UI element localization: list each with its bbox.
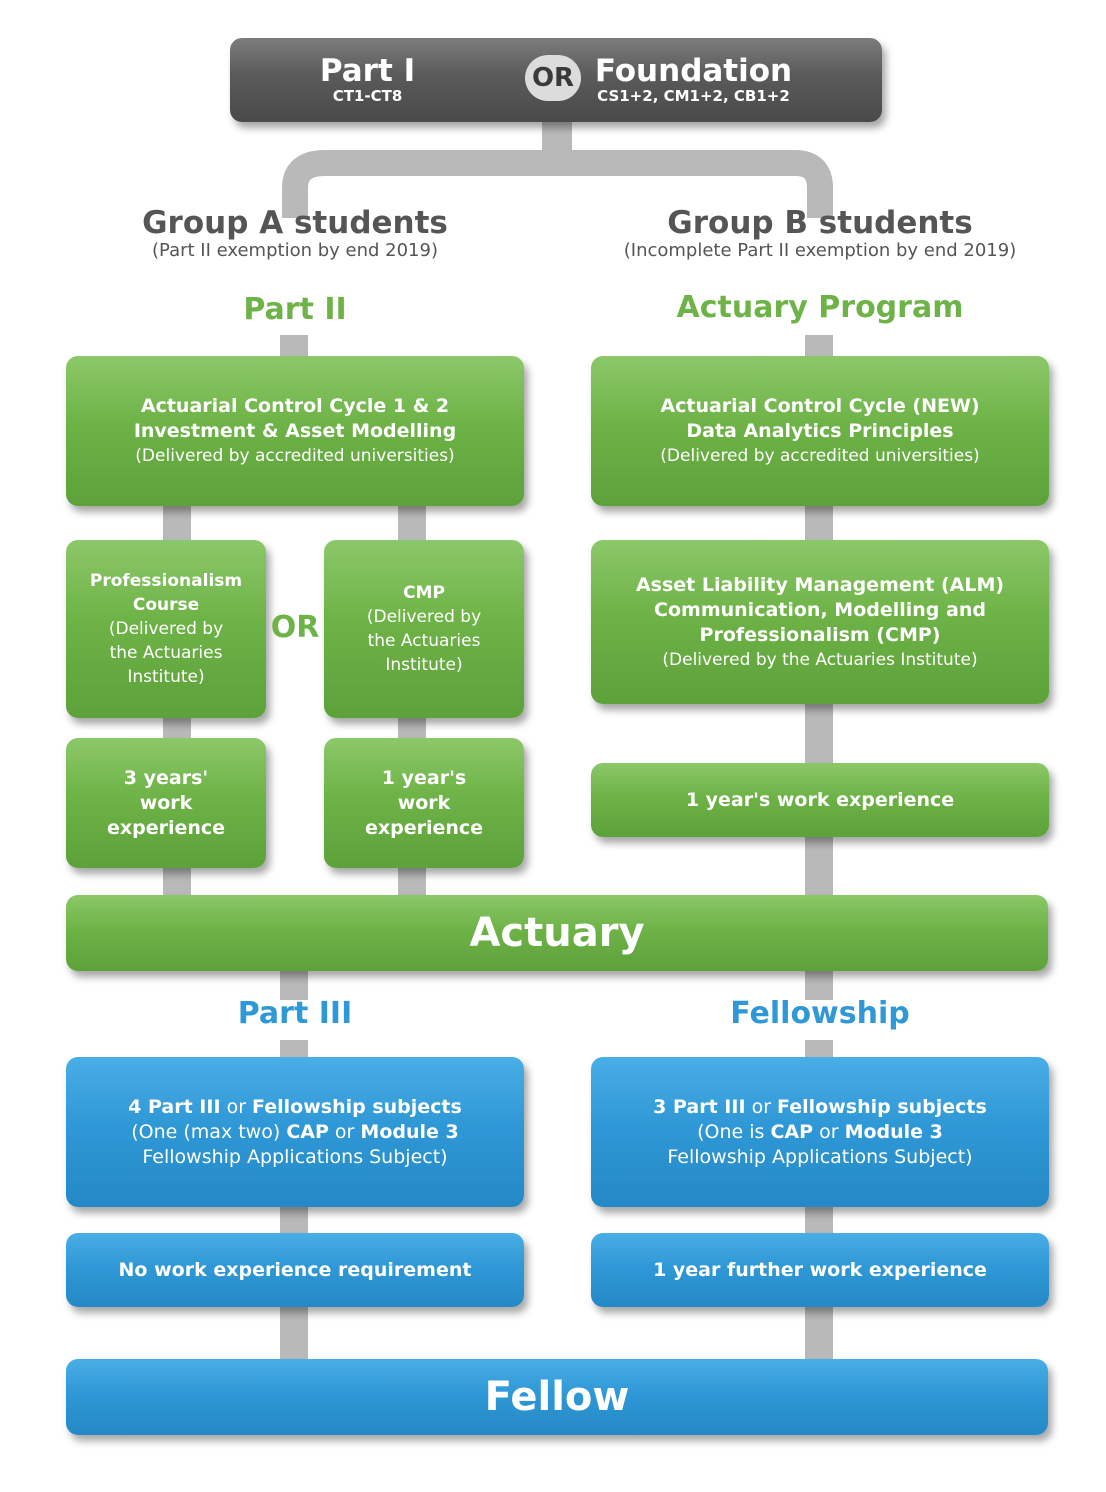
work1-line1: 1 year's xyxy=(381,766,467,789)
part2-stage-label: Part II xyxy=(243,292,347,327)
group-a-box1-line1: Actuarial Control Cycle 1 & 2 xyxy=(140,395,450,417)
group-b-box2-line2: Communication, Modelling and xyxy=(654,598,986,621)
cmp-line2: (Delivered by xyxy=(366,607,482,627)
group-b-university-box: Actuarial Control Cycle (NEW) Data Analy… xyxy=(591,356,1049,506)
cmp-box: CMP (Delivered by the Actuaries Institut… xyxy=(324,540,524,718)
part3-subjects-box: 4 Part III or Fellowship subjects (One (… xyxy=(66,1057,524,1207)
actuary-program-stage-label: Actuary Program xyxy=(676,290,964,325)
work1-line2: work xyxy=(397,791,451,814)
group-b-work-text: 1 year's work experience xyxy=(685,788,955,811)
part3-work-box: No work experience requirement xyxy=(66,1233,524,1307)
one-year-work-box-b: 1 year's work experience xyxy=(591,763,1049,837)
prof-line5: Institute) xyxy=(127,667,205,687)
part3-line3: Fellowship Applications Subject) xyxy=(142,1145,448,1168)
connector-a-stage xyxy=(280,335,308,357)
alm-cmp-box: Asset Liability Management (ALM) Communi… xyxy=(591,540,1049,704)
fellowship-line3: Fellowship Applications Subject) xyxy=(667,1145,973,1168)
group-a-university-box: Actuarial Control Cycle 1 & 2 Investment… xyxy=(66,356,524,506)
group-b-box2-line4: (Delivered by the Actuaries Institute) xyxy=(662,649,978,670)
work3-line2: work xyxy=(139,791,193,814)
cmp-line3: the Actuaries xyxy=(367,631,481,651)
group-b-box1-line2: Data Analytics Principles xyxy=(686,420,954,442)
prof-line2: Course xyxy=(132,595,200,615)
part3-stage-label: Part III xyxy=(237,996,353,1031)
group-b-heading: Group B students (Incomplete Part II exe… xyxy=(580,206,1060,262)
foundation-sub: CS1+2, CM1+2, CB1+2 xyxy=(597,87,790,105)
work3-line3: experience xyxy=(106,816,226,839)
fellowship-subjects-box: 3 Part III or Fellowship subjects (One i… xyxy=(591,1057,1049,1207)
group-a-title: Group A students xyxy=(142,205,448,241)
part3-work-text: No work experience requirement xyxy=(118,1258,472,1281)
part1-title: Part I xyxy=(319,53,416,89)
connector-b-stage xyxy=(805,335,833,357)
connector-fellowship-a xyxy=(805,970,833,1000)
connector-part3-a xyxy=(280,970,308,1000)
part1-sub: CT1-CT8 xyxy=(332,87,403,105)
group-a-or-label: OR xyxy=(270,610,320,645)
group-a-box1-line2: Investment & Asset Modelling xyxy=(133,420,457,442)
part1-block: Part I CT1-CT8 xyxy=(320,55,415,105)
three-years-work-box: 3 years' work experience xyxy=(66,738,266,868)
group-a-subtitle: (Part II exemption by end 2019) xyxy=(152,240,438,261)
part3-line2: (One (max two) CAP or Module 3 xyxy=(131,1120,459,1143)
foundation-block: Foundation CS1+2, CM1+2, CB1+2 xyxy=(595,55,792,105)
group-b-box2-line1: Asset Liability Management (ALM) xyxy=(635,573,1005,596)
fellowship-work-box: 1 year further work experience xyxy=(591,1233,1049,1307)
group-b-box2-line3: Professionalism (CMP) xyxy=(699,623,941,646)
work1-line3: experience xyxy=(364,816,484,839)
group-a-heading: Group A students (Part II exemption by e… xyxy=(60,206,530,262)
fellow-label: Fellow xyxy=(484,1374,630,1420)
cmp-line1: CMP xyxy=(403,583,445,603)
foundation-title: Foundation xyxy=(594,53,793,89)
prof-line1: Professionalism xyxy=(89,571,243,591)
group-b-box1-line1: Actuarial Control Cycle (NEW) xyxy=(660,395,980,417)
actuary-bar: Actuary xyxy=(66,895,1048,971)
fellowship-line1: 3 Part III or Fellowship subjects xyxy=(653,1095,987,1118)
prof-line3: (Delivered by xyxy=(108,619,224,639)
connector-top-split xyxy=(282,150,833,218)
professionalism-course-box: Professionalism Course (Delivered by the… xyxy=(66,540,266,718)
fellowship-line2: (One is CAP or Module 3 xyxy=(697,1120,943,1143)
part3-line1: 4 Part III or Fellowship subjects xyxy=(128,1095,462,1118)
group-b-subtitle: (Incomplete Part II exemption by end 201… xyxy=(623,240,1017,261)
top-or-badge: OR xyxy=(525,55,581,101)
fellowship-work-text: 1 year further work experience xyxy=(653,1258,987,1281)
one-year-work-box-a: 1 year's work experience xyxy=(324,738,524,868)
fellowship-stage-label: Fellowship xyxy=(730,996,910,1031)
fellow-bar: Fellow xyxy=(66,1359,1048,1435)
actuary-label: Actuary xyxy=(469,910,645,956)
group-b-box1-line3: (Delivered by accredited universities) xyxy=(660,446,980,466)
prof-line4: the Actuaries xyxy=(109,643,223,663)
group-b-title: Group B students xyxy=(667,205,973,241)
cmp-line4: Institute) xyxy=(385,655,463,675)
group-a-box1-line3: (Delivered by accredited universities) xyxy=(135,446,455,466)
work3-line1: 3 years' xyxy=(123,766,209,789)
